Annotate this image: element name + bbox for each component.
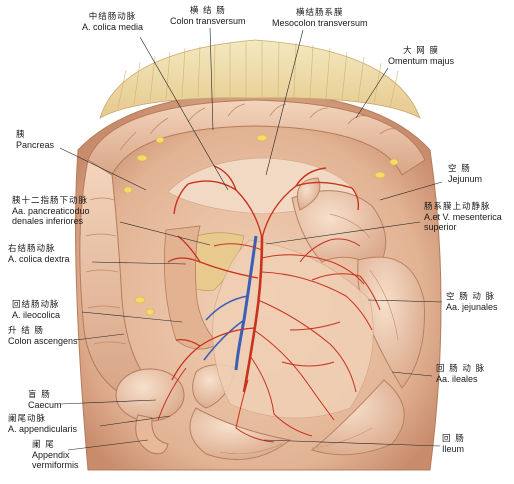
label-pancreas: 胰 Pancreas [16,130,54,150]
label-appendicularis: 阑尾动脉 A. appendicularis [8,414,77,434]
arteria-colica-media [173,165,360,239]
small-intestine-loops [189,177,425,460]
label-la: Colon ascengens [8,336,78,346]
label-zh: 胰十二指肠下动脉 [12,196,89,206]
label-la: Caecum [28,400,62,410]
arteria-appendicularis [157,367,187,421]
label-zh: 回 肠 动 脉 [436,364,486,374]
label-zh: 升 结 肠 [8,326,44,336]
label-appendix: 阑 尾 Appendix vermiformis [32,440,79,470]
ascending-haustra [85,197,127,345]
label-zh: 回 肠 [442,434,465,444]
label-la-2: denales inferiores [12,216,84,226]
label-la: Ileum [442,444,465,454]
colon-haustra [119,103,399,151]
vena-mesenterica-superior [234,235,258,371]
arteria-colica-dextra [167,235,259,279]
label-ileales: 回 肠 动 脉 Aa. ileales [436,364,485,384]
label-colica-dextra: 右结肠动脉 A. colica dextra [8,244,70,264]
label-la: A.et V. mesenterica [424,212,502,222]
omentum-majus [99,39,421,119]
arteria-mesenterica-superior [242,235,264,393]
arteriae-pancreaticoduodenales-inferiores [213,243,263,251]
label-la: Jejunum [448,174,483,184]
label-pancreaticoduodenales: 胰十二指肠下动脉 Aa. pancreaticoduo denales infe… [12,196,90,226]
label-la: Aa. jejunales [446,302,498,312]
label-omentum: 大 网 膜 Omentum majus [388,46,454,66]
label-zh: 中结肠动脉 [88,12,137,22]
label-zh: 大 网 膜 [403,46,439,56]
label-la: A. ileocolica [12,310,61,320]
arteriae-jejunales [261,238,381,331]
arteria-ileocolica [171,327,255,381]
label-la: Omentum majus [388,56,455,66]
omentum-striations [117,41,399,109]
label-zh: 右结肠动脉 [8,244,56,254]
label-zh: 横结肠系膜 [296,8,344,18]
label-zh: 盲 肠 [28,390,51,400]
label-jejunum: 空 肠 Jejunum [448,164,482,184]
colon-transversum [87,99,426,176]
label-jejunales: 空 肠 动 脉 Aa. jejunales [446,292,498,312]
label-la: Colon transversum [170,16,246,26]
label-colon-transversum: 横 结 肠 Colon transversum [170,6,246,26]
label-la: Mesocolon transversum [272,18,368,28]
label-zh: 回结肠动脉 [12,300,60,310]
label-zh: 阑 尾 [32,440,55,450]
label-la: A. colica media [82,22,144,32]
label-zh: 空 肠 动 脉 [446,292,496,302]
label-mesenterica-superior: 肠系膜上动静脉 A.et V. mesenterica superior [424,202,502,232]
leader-lines [59,27,443,451]
label-colica-media: 中结肠动脉 A. colica media [82,12,143,32]
label-la: A. appendicularis [8,424,78,434]
label-zh: 阑尾动脉 [8,414,47,424]
label-la: Aa. pancreaticoduo [12,206,90,216]
label-la: Appendix [32,450,70,460]
label-ileum: 回 肠 Ileum [442,434,465,454]
label-ileocolica: 回结肠动脉 A. ileocolica [12,300,60,320]
label-la-2: superior [424,222,457,232]
label-la-2: vermiformis [32,460,79,470]
label-zh: 横 结 肠 [189,6,226,16]
fat-appendages [123,134,399,316]
label-zh: 胰 [16,130,26,140]
label-zh: 空 肠 [448,164,471,174]
label-la: Pancreas [16,140,55,150]
mesentery [212,239,374,419]
label-la: Aa. ileales [436,374,478,384]
label-colon-ascendens: 升 结 肠 Colon ascengens [8,326,78,346]
label-la: A. colica dextra [8,254,70,264]
appendix-vermiformis [135,414,169,455]
vein-branches [203,295,249,361]
label-zh: 肠系膜上动静脉 [424,202,491,212]
label-caecum: 盲 肠 Caecum [28,390,62,410]
loop-folds [219,213,399,455]
label-mesocolon: 横结肠系膜 Mesocolon transversum [272,8,368,28]
arteriae-ileales [235,299,357,443]
